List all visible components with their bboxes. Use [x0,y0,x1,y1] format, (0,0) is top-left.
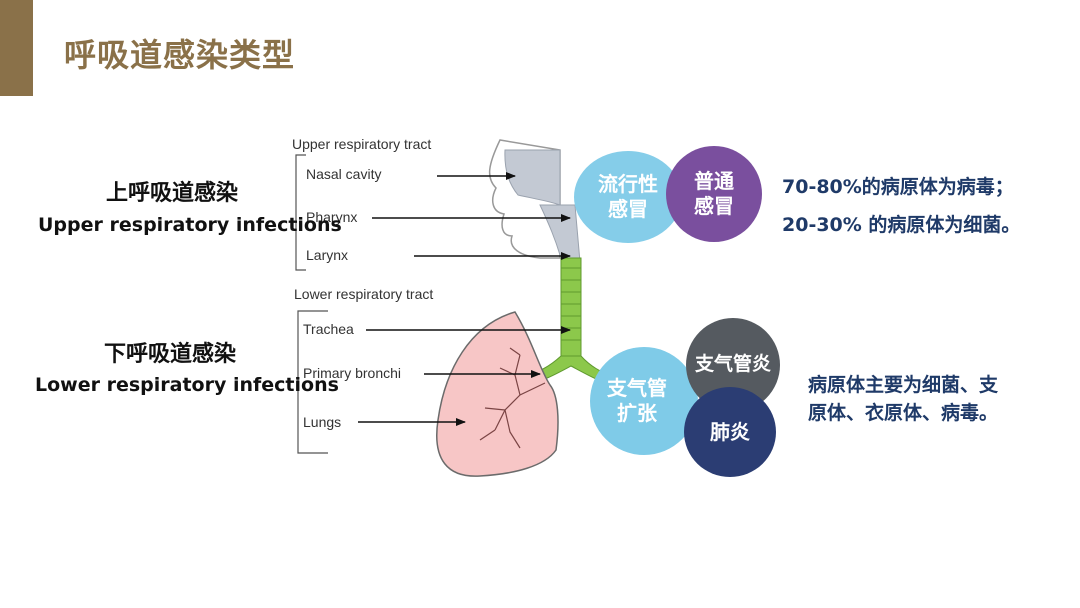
circle-bronchiectasis: 支气管扩张 [590,347,698,455]
upper-infection-title-zh: 上呼吸道感染 [106,181,239,206]
label-primary-bronchi: Primary bronchi [303,365,402,381]
circle-bronchiectasis-line1: 支气管 [607,376,667,400]
upper-infection-title-en: Upper respiratory infections [38,214,342,236]
lower-note-line2: 原体、衣原体、病毒。 [808,402,999,424]
label-larynx: Larynx [306,247,349,263]
circle-influenza-line1: 流行性 [598,172,658,196]
circle-pneumonia: 肺炎 [684,387,776,477]
upper-note-line1: 70-80%的病原体为病毒； [782,176,1014,198]
circle-pneumonia-label: 肺炎 [710,419,750,444]
upper-bracket [295,154,306,271]
lung [436,311,559,477]
circle-bronchiectasis-line2: 扩张 [617,401,657,425]
label-trachea: Trachea [303,321,354,337]
circle-influenza-line2: 感冒 [608,197,648,221]
lower-tract-label: Lower respiratory tract [294,286,434,302]
label-pharynx: Pharynx [306,209,358,225]
circle-common-cold-line2: 感冒 [694,194,734,218]
page-title: 呼吸道感染类型 [64,36,296,74]
head-profile [488,139,581,263]
lower-bracket [297,310,328,454]
lower-infection-title-en: Lower respiratory infections [35,374,339,396]
lower-infection-title-zh: 下呼吸道感染 [104,342,237,367]
accent-bar [0,0,33,96]
upper-tract-label: Upper respiratory tract [292,136,432,152]
circle-common-cold: 普通感冒 [666,146,762,242]
label-lungs: Lungs [303,414,342,430]
circle-influenza: 流行性感冒 [574,151,682,243]
lower-note-line1: 病原体主要为细菌、支 [808,374,999,396]
circle-common-cold-line1: 普通 [694,169,734,193]
upper-note-line2: 20-30% 的病原体为细菌。 [782,214,1021,236]
label-nasal-cavity: Nasal cavity [306,166,382,182]
circle-bronchitis-label: 支气管炎 [694,353,771,376]
